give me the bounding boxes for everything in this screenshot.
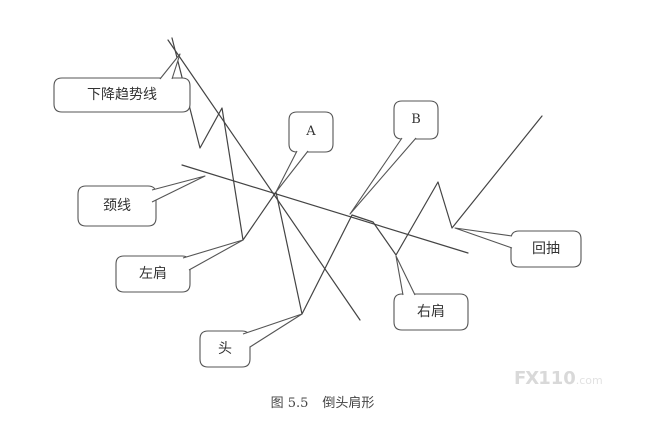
callout-downtrend-pointer [159,53,181,80]
callout-a-text: A [306,124,316,139]
callout-downtrend-box [53,77,191,113]
callout-head-pointer [242,313,303,348]
callout-head-text: 头 [218,341,232,357]
figure-caption: 图 5.5 倒头肩形 [0,392,645,411]
callout-downtrend-text: 下降趋势线 [87,87,157,103]
watermark-domain: .com [575,374,603,387]
callout-b-text: B [411,112,421,127]
callout-b-pointer [349,137,417,215]
figure-number: 图 5.5 [270,396,309,411]
callout-b-box [393,100,439,140]
callout-a-pointer [275,150,309,193]
price-path [171,37,543,315]
watermark-brand: FX [514,368,539,389]
callout-pullback-text: 回抽 [532,241,560,257]
callout-left-shoulder-pointer [182,239,244,271]
callout-neckline-text: 颈线 [103,198,131,214]
downtrend-line [167,39,361,321]
callout-pullback-pointer [454,227,513,249]
callout-right-shoulder-text: 右肩 [417,304,445,320]
callout-a-box [288,111,334,153]
watermark-number: 110 [538,368,576,389]
callout-right-shoulder-pointer [395,255,416,296]
callout-right-shoulder-box [393,293,469,331]
watermark: FX110.com [514,368,603,389]
callout-left-shoulder-text: 左肩 [139,266,167,282]
neckline [181,164,469,254]
callout-neckline-pointer [151,175,206,203]
figure-title: 倒头肩形 [322,396,375,411]
